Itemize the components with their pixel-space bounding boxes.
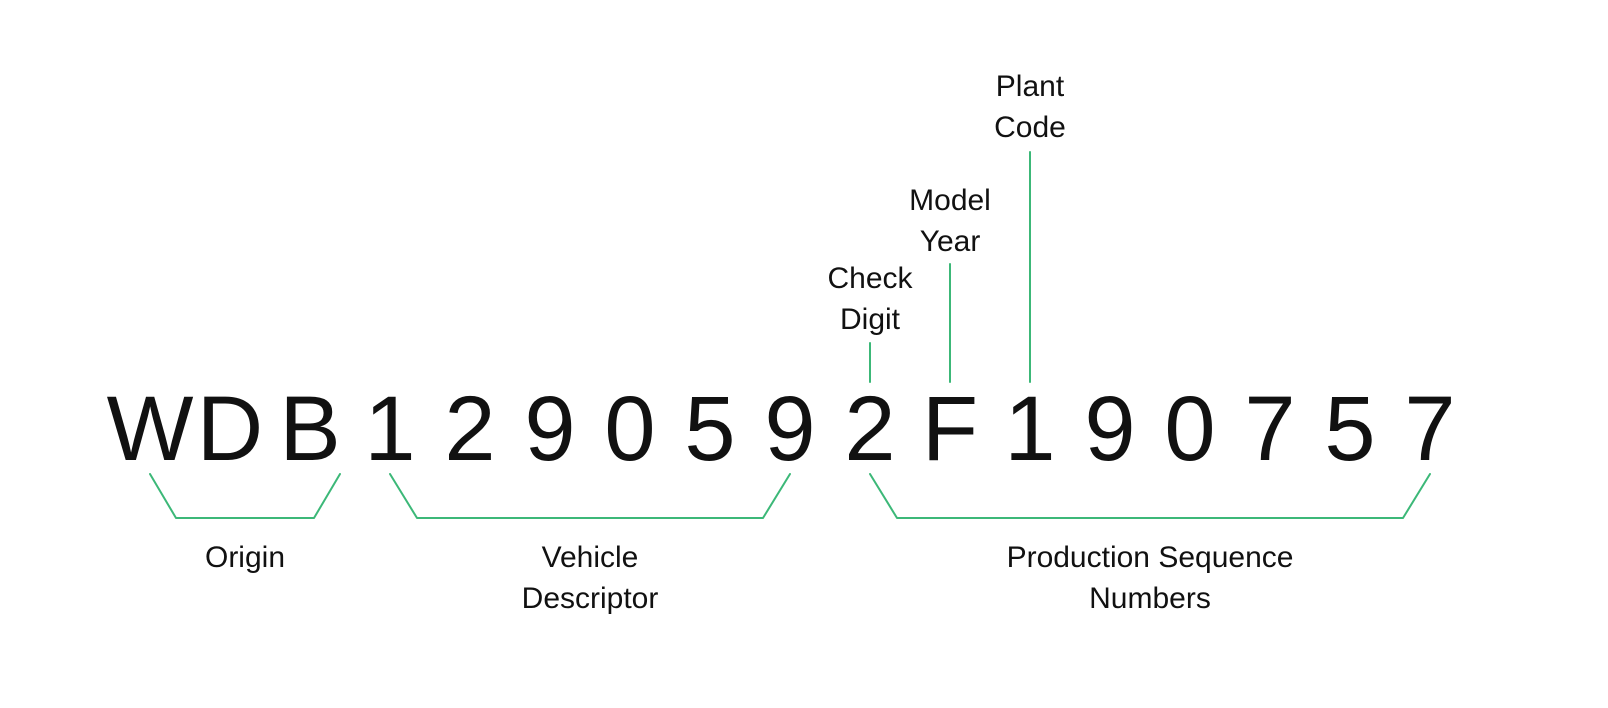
vin-char-3: B (279, 378, 341, 480)
vehicle-descriptor-label: Vehicle Descriptor (522, 537, 659, 619)
vin-char-5: 2 (444, 378, 496, 480)
vin-char-7: 0 (604, 378, 656, 480)
vin-char-2: D (196, 378, 264, 480)
vin-char-15: 7 (1244, 378, 1296, 480)
vin-char-10: 2 (844, 378, 896, 480)
origin-bracket (149, 473, 341, 519)
plant-code-label: Plant Code (994, 66, 1066, 148)
vin-char-17: 7 (1404, 378, 1456, 480)
production-sequence-label-line1: Production Sequence (1006, 541, 1294, 574)
check-digit-label: Check Digit (827, 258, 912, 340)
vin-char-9: 9 (764, 378, 816, 480)
model-year-label-line2: Year (919, 225, 981, 258)
vin-char-1: W (106, 378, 194, 480)
origin-label-line1: Origin (204, 541, 286, 574)
production-sequence-label: Production Sequence Numbers (1007, 537, 1294, 619)
production-sequence-bracket (869, 473, 1431, 519)
vin-char-12: 1 (1004, 378, 1056, 480)
vin-char-14: 0 (1164, 378, 1216, 480)
vin-char-16: 5 (1324, 378, 1376, 480)
vin-char-6: 9 (524, 378, 576, 480)
check-digit-label-line2: Digit (839, 303, 901, 336)
production-sequence-label-line2: Numbers (1089, 582, 1211, 615)
vehicle-descriptor-label-line1: Vehicle (541, 541, 639, 574)
plant-code-label-line2: Code (994, 111, 1066, 144)
vehicle-descriptor-bracket (389, 473, 791, 519)
plant-code-label-line1: Plant (995, 70, 1065, 103)
check-digit-label-line1: Check (827, 262, 913, 295)
vin-char-11: F (921, 378, 979, 480)
vin-char-4: 1 (364, 378, 416, 480)
vehicle-descriptor-label-line2: Descriptor (521, 582, 659, 615)
model-year-label-line1: Model (909, 184, 991, 217)
vin-char-8: 5 (684, 378, 736, 480)
origin-label: Origin (205, 537, 285, 578)
vin-char-13: 9 (1084, 378, 1136, 480)
model-year-label: Model Year (909, 180, 991, 262)
